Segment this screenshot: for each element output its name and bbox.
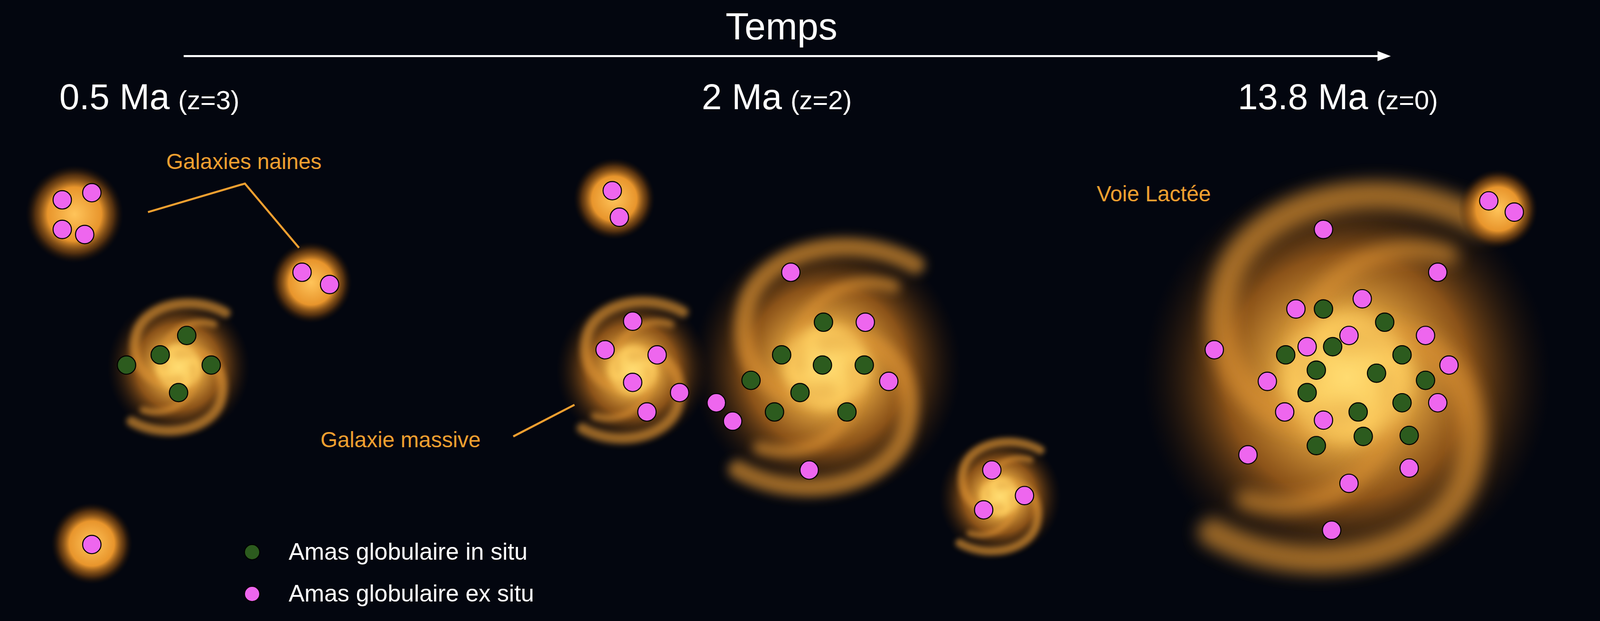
time-stamp: 2 Ma(z=2): [701, 75, 852, 118]
redshift-value: (z=3): [178, 84, 240, 116]
legend-swatch: [244, 585, 261, 603]
time-value: 13.8 Ma: [1237, 75, 1369, 118]
redshift-value: (z=2): [790, 84, 852, 116]
galaxy-label: Voie Lactée: [1096, 181, 1211, 207]
redshift-value: (z=0): [1376, 84, 1439, 116]
legend-swatch: [244, 544, 261, 561]
legend-text: Amas globulaire ex situ: [288, 580, 535, 608]
galaxy-label: Galaxies naines: [166, 149, 322, 175]
time-stamp: 13.8 Ma(z=0): [1237, 75, 1439, 118]
axis-title: Temps: [725, 4, 838, 49]
legend-text: Amas globulaire in situ: [288, 538, 528, 566]
galaxy-label: Galaxie massive: [320, 427, 481, 453]
time-value: 0.5 Ma: [59, 75, 170, 118]
time-value: 2 Ma: [701, 75, 782, 118]
time-stamp: 0.5 Ma(z=3): [59, 75, 240, 118]
